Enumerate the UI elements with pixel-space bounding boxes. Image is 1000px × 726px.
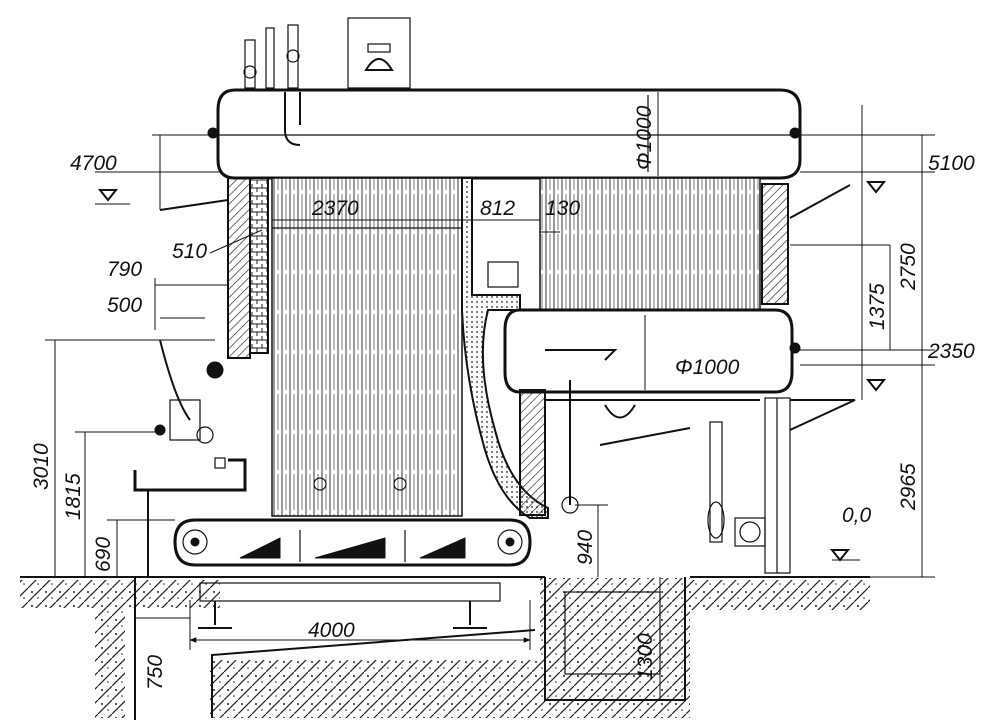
dim-label-812: 812 (480, 197, 515, 220)
dim-label-2350: 2350 (927, 340, 975, 363)
ground (20, 576, 870, 720)
dim-label-2750: 2750 (897, 243, 920, 291)
dim-label-4000: 4000 (308, 619, 355, 642)
dimension-lines (45, 92, 935, 700)
dim-label-1375: 1375 (866, 283, 889, 330)
right-brick-wall (159, 183, 856, 431)
dim-label-5100: 5100 (928, 152, 975, 175)
dim-label-1815: 1815 (62, 473, 85, 520)
furnace-tubes (271, 177, 761, 517)
dim-label-2370: 2370 (311, 197, 359, 220)
dim-label-drum-lower-dia: Φ1000 (675, 356, 740, 379)
upper-drum (207, 17, 802, 180)
support-column (599, 397, 791, 574)
dim-label-drum-upper-dia: Φ1000 (633, 105, 656, 170)
dim-label-750: 750 (144, 655, 167, 690)
dim-label-940: 940 (574, 530, 597, 565)
dim-label-4700: 4700 (70, 152, 117, 175)
level-label-zero: 0,0 (842, 504, 872, 527)
dim-label-500: 500 (107, 294, 142, 317)
front-equipment (133, 339, 247, 577)
dim-label-130: 130 (545, 197, 580, 220)
baffle-wall (461, 177, 549, 519)
dimension-labels: 4700 5100 2370 812 130 510 790 500 Φ1000… (30, 105, 975, 690)
downcomers (284, 92, 301, 146)
dim-label-2965: 2965 (897, 463, 920, 511)
dim-label-1300: 1300 (634, 633, 657, 680)
dim-label-3010: 3010 (30, 443, 53, 490)
dim-label-510: 510 (172, 240, 207, 263)
lower-drum (503, 308, 801, 514)
dim-label-690: 690 (92, 537, 115, 572)
chain-grate (173, 518, 532, 629)
left-brick-wall (227, 177, 269, 359)
dim-label-790: 790 (107, 258, 142, 281)
